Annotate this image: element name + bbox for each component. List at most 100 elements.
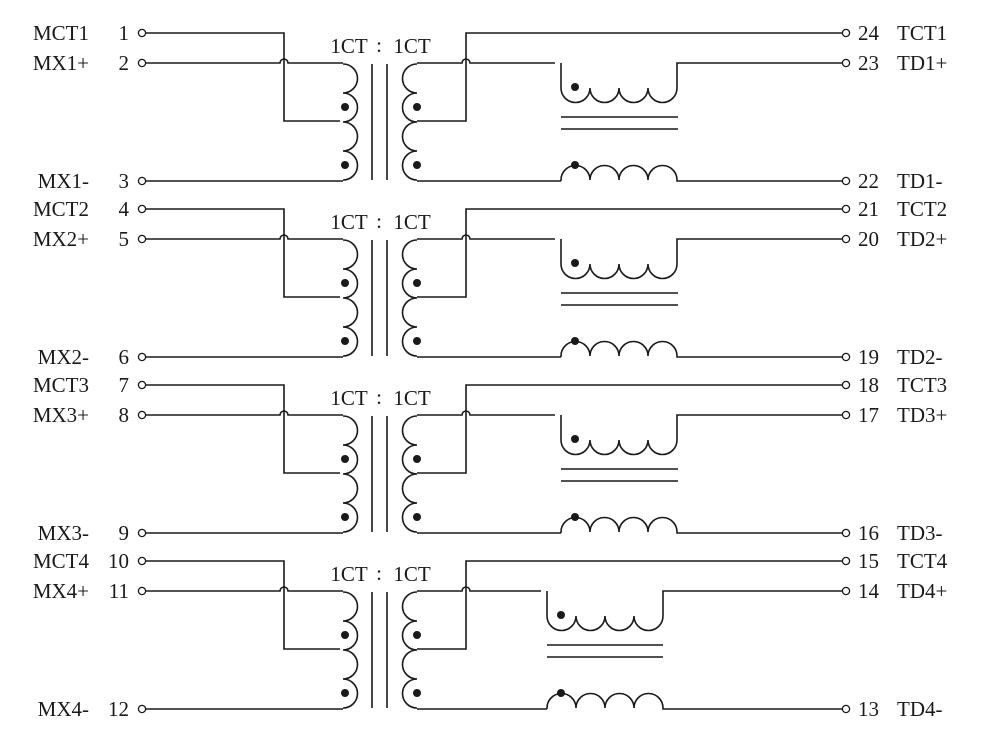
pin-terminal-left [137,556,147,566]
pin-terminal-right [841,556,851,566]
right-pin-number: 20 [858,227,879,251]
left-pin-number: 10 [108,549,129,573]
center-tap-wire [145,384,340,474]
right-signal-center-tap-label: TCT2 [897,197,947,221]
right-signal-positive-label: TD1+ [897,51,947,75]
polarity-dot [413,103,421,111]
right-pin-number: 17 [858,403,879,427]
left-pin-number: 12 [108,697,129,721]
choke-polarity-dot [557,611,565,619]
left-pin-number: 7 [119,373,130,397]
center-tap-wire [145,560,340,650]
right-signal-negative-label: TD2- [897,345,943,369]
pin-terminal-right [841,528,851,538]
secondary-positive-link [417,586,541,592]
choke-polarity-dot [571,259,579,267]
primary-positive-wire [145,586,343,592]
primary-positive-wire [145,234,343,240]
right-pin-number: 24 [858,21,880,45]
turns-ratio-secondary: 1CT [393,34,431,58]
choke-polarity-dot [571,83,579,91]
turns-ratio-primary: 1CT [330,386,368,410]
pin-terminal-right [841,380,851,390]
polarity-dot [341,513,349,521]
right-signal-negative-label: TD4- [897,697,943,721]
pin-terminal-left [137,528,147,538]
center-tap-wire [145,208,340,298]
right-pin-number: 21 [858,197,879,221]
left-pin-number: 8 [119,403,130,427]
right-signal-positive-label: TD2+ [897,227,947,251]
choke-upper-winding [560,263,678,280]
primary-winding [342,63,359,181]
right-signal-center-tap-label: TCT4 [897,549,948,573]
choke-lower-output-wire [676,532,842,534]
left-signal-negative-label: MX2- [38,345,89,369]
choke-upper-winding [546,615,664,632]
left-signal-center-tap-label: MCT1 [33,21,89,45]
choke-polarity-dot [571,161,579,169]
left-signal-positive-label: MX3+ [33,403,89,427]
choke-upper-output-wire [676,238,842,264]
left-pin-number: 4 [119,197,130,221]
secondary-positive-link [417,410,555,416]
left-pin-number: 6 [119,345,130,369]
center-tap-wire [145,32,340,122]
right-pin-number: 14 [858,579,880,603]
polarity-dot [341,161,349,169]
polarity-dot [413,279,421,287]
choke-lower-winding [560,516,678,533]
secondary-winding [401,239,418,357]
pin-terminal-right [841,58,851,68]
left-pin-number: 5 [119,227,130,251]
primary-positive-wire [145,58,343,64]
turns-ratio-primary: 1CT [330,562,368,586]
choke-polarity-dot [557,689,565,697]
secondary-positive-link [417,58,555,64]
polarity-dot [413,631,421,639]
secondary-winding [401,63,418,181]
right-pin-number: 23 [858,51,879,75]
secondary-center-tap-wire [417,32,842,122]
pin-terminal-left [137,704,147,714]
pin-terminal-right [841,704,851,714]
right-pin-number: 16 [858,521,879,545]
left-pin-number: 9 [119,521,130,545]
choke-lower-winding [560,340,678,357]
pin-terminal-left [137,380,147,390]
choke-upper-output-wire [676,62,842,88]
choke-upper-output-wire [662,590,842,616]
primary-winding [342,239,359,357]
left-pin-number: 11 [109,579,129,603]
secondary-winding [401,415,418,533]
left-pin-number: 2 [119,51,130,75]
left-signal-center-tap-label: MCT2 [33,197,89,221]
polarity-dot [341,337,349,345]
left-signal-center-tap-label: MCT3 [33,373,89,397]
polarity-dot [413,337,421,345]
polarity-dot [341,689,349,697]
choke-lower-output-wire [676,180,842,182]
turns-ratio-colon: : [376,209,382,233]
turns-ratio-secondary: 1CT [393,210,431,234]
choke-lower-winding [546,692,664,709]
pin-terminal-left [137,204,147,214]
secondary-center-tap-wire [417,560,842,650]
primary-winding [342,415,359,533]
right-signal-negative-label: TD3- [897,521,943,545]
pin-terminal-right [841,352,851,362]
polarity-dot [341,455,349,463]
choke-polarity-dot [571,337,579,345]
pin-terminal-right [841,176,851,186]
left-signal-positive-label: MX4+ [33,579,89,603]
left-signal-negative-label: MX3- [38,521,89,545]
right-pin-number: 19 [858,345,879,369]
right-pin-number: 13 [858,697,879,721]
left-signal-negative-label: MX1- [38,169,89,193]
turns-ratio-primary: 1CT [330,34,368,58]
pin-terminal-left [137,586,147,596]
polarity-dot [413,161,421,169]
